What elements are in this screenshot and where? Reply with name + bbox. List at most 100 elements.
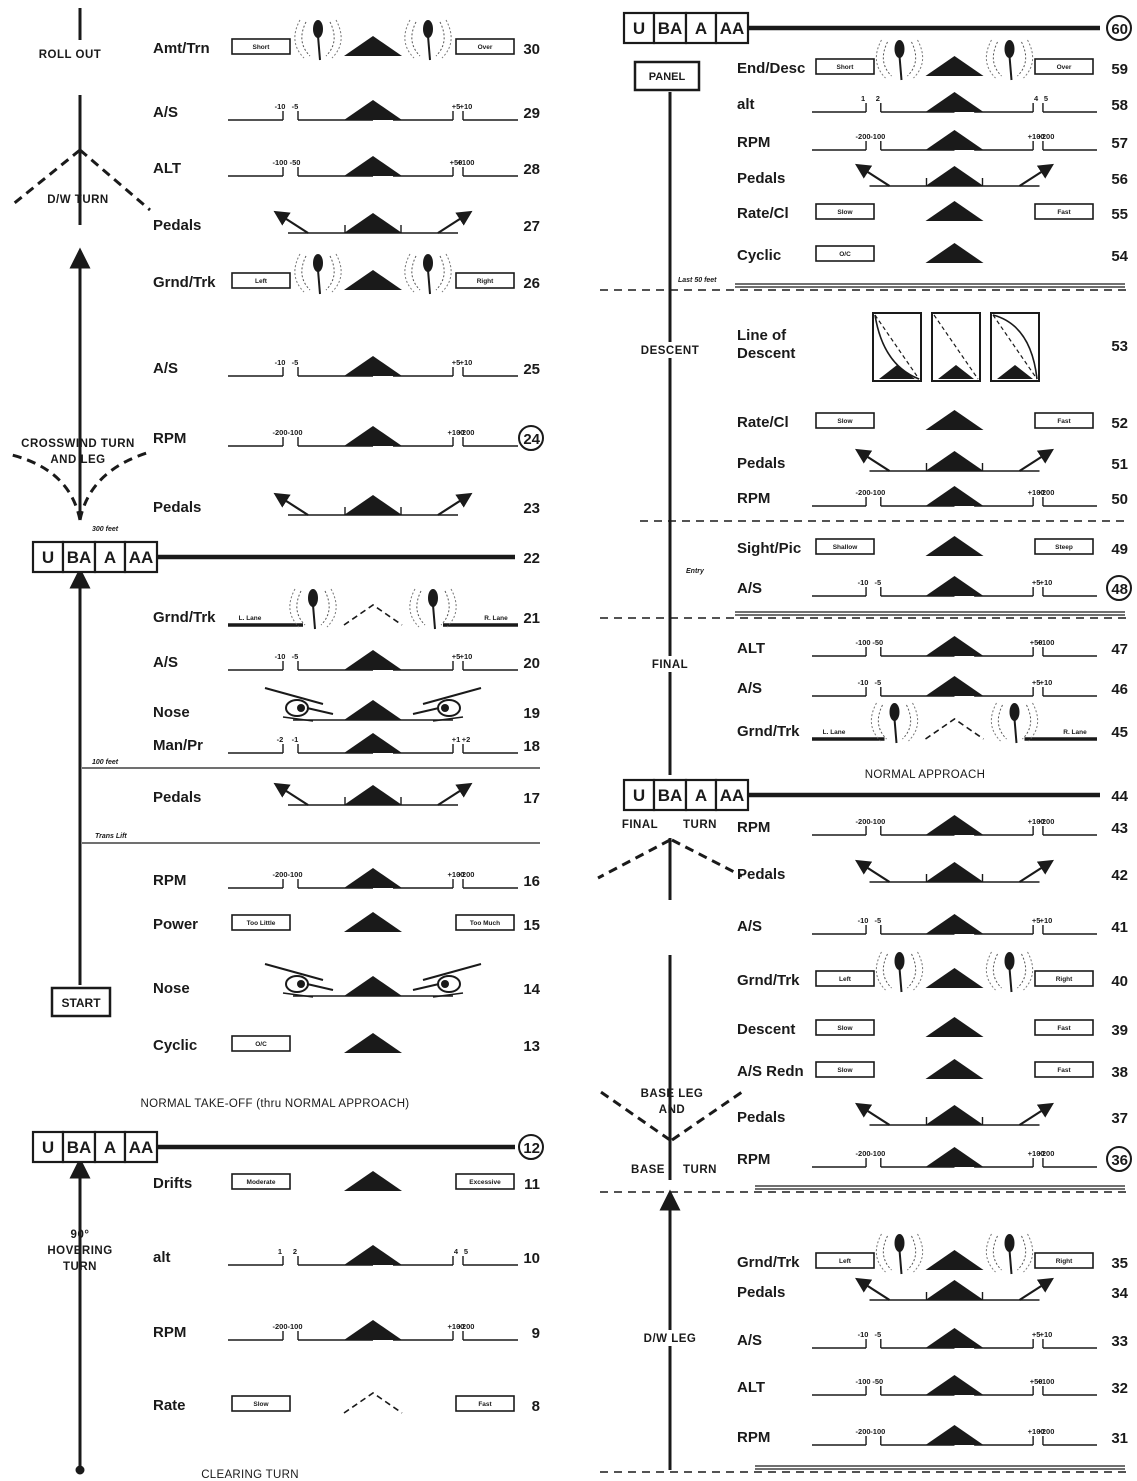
- item-number: 53: [1111, 338, 1128, 355]
- center-triangle: [925, 914, 984, 934]
- tick-plus-far: +10: [1040, 1330, 1053, 1339]
- row-label: RPM: [153, 872, 186, 889]
- phase-hovering: HOVERING: [47, 1245, 112, 1257]
- tick-minus-near: -100: [287, 1322, 302, 1331]
- left-flow-structure: [11, 8, 540, 1475]
- tick-minus-far: -200: [856, 817, 871, 826]
- phase-90-degree: 90°: [71, 1229, 90, 1241]
- right-grade-box: Too Much: [470, 920, 500, 927]
- grade-option-u[interactable]: U: [31, 1130, 65, 1164]
- right-lane-label: R. Lane: [484, 615, 508, 622]
- center-triangle: [925, 410, 984, 430]
- tick-plus-far: +200: [1037, 488, 1054, 497]
- right-pedal-arrow-icon: [1018, 1102, 1054, 1126]
- tick-plus-near: +100: [1028, 1149, 1045, 1158]
- row-label: Grnd/Trk: [153, 609, 216, 626]
- right-lane-label: R. Lane: [1063, 729, 1087, 736]
- left-grade-box: Left: [255, 278, 268, 285]
- phase-crosswind-turn: CROSSWIND TURN: [21, 438, 135, 450]
- grade-option-aa[interactable]: AA: [123, 540, 159, 574]
- center-triangle: [344, 1245, 402, 1265]
- tick-plus-far: +200: [1037, 132, 1054, 141]
- tick-minus-near: 2: [293, 1247, 297, 1256]
- item-number: 52: [1111, 415, 1128, 432]
- tick-plus-near: 4: [1034, 94, 1039, 103]
- center-triangle: [925, 243, 984, 263]
- row-label: Grnd/Trk: [737, 972, 800, 989]
- right-pedal-arrow-icon: [437, 210, 473, 234]
- start-label: START: [61, 996, 101, 1010]
- line-of-descent-box-3: [990, 312, 1040, 382]
- center-triangle: [344, 495, 402, 515]
- item-number: 40: [1111, 973, 1128, 990]
- item-number: 51: [1111, 456, 1128, 473]
- item-number: 37: [1111, 1110, 1128, 1127]
- grade-option-u[interactable]: U: [31, 540, 65, 574]
- left-grade-box: O/C: [839, 251, 851, 258]
- center-triangle: [925, 536, 984, 556]
- item-number: 57: [1111, 135, 1128, 152]
- item-number: 47: [1111, 641, 1128, 658]
- grade-option-u[interactable]: U: [622, 778, 656, 812]
- grade-option-ba[interactable]: BA: [61, 540, 97, 574]
- row-label: ALT: [737, 640, 765, 657]
- cyclic-stick-icon: [294, 19, 342, 61]
- grade-option-a[interactable]: A: [684, 11, 718, 45]
- grade-option-ba[interactable]: BA: [652, 778, 688, 812]
- item-number: 14: [523, 981, 540, 998]
- item-number: 16: [523, 873, 540, 890]
- left-pedal-arrow-icon: [855, 1277, 891, 1301]
- tick-minus-far: -100: [856, 638, 871, 647]
- center-triangle: [344, 976, 402, 996]
- phase-base-turn-a: BASE: [631, 1164, 665, 1176]
- grade-option-aa[interactable]: AA: [123, 1130, 159, 1164]
- row-label: Pedals: [737, 1109, 785, 1126]
- item-number: 35: [1111, 1255, 1128, 1272]
- row-label: A/S: [153, 654, 178, 671]
- grade-code: U: [633, 19, 645, 38]
- row-label: Rate: [153, 1397, 186, 1414]
- tick-minus-far: -10: [858, 678, 869, 687]
- grade-code: U: [42, 1138, 54, 1157]
- tick-plus-far: +2: [462, 735, 471, 744]
- row-label: Nose: [153, 980, 190, 997]
- row-label: Line of: [737, 327, 787, 344]
- row-label: Power: [153, 916, 198, 933]
- grade-option-a[interactable]: A: [93, 540, 127, 574]
- tick-minus-far: -200: [856, 1149, 871, 1158]
- grade-code: U: [633, 786, 645, 805]
- grade-option-u[interactable]: U: [622, 11, 656, 45]
- row-label: A/S Redn: [737, 1063, 804, 1080]
- cyclic-stick-icon: [404, 253, 452, 295]
- tick-minus-near: -5: [292, 358, 299, 367]
- center-triangle: [344, 1171, 402, 1191]
- right-grade-box: Fast: [1057, 1025, 1071, 1032]
- grade-option-aa[interactable]: AA: [714, 11, 750, 45]
- item-number: 41: [1111, 919, 1128, 936]
- row-label: Pedals: [737, 1284, 785, 1301]
- grade-option-a[interactable]: A: [684, 778, 718, 812]
- phase-base-leg: BASE LEG: [641, 1088, 704, 1100]
- tick-minus-far: -200: [272, 1322, 287, 1331]
- tick-plus-near: 4: [454, 1247, 459, 1256]
- grade-option-ba[interactable]: BA: [61, 1130, 97, 1164]
- row-label: RPM: [153, 430, 186, 447]
- grade-option-ba[interactable]: BA: [652, 11, 688, 45]
- left-grade-box: Shallow: [833, 544, 859, 551]
- cyclic-stick-icon: [404, 19, 452, 61]
- tick-plus-near: +100: [1028, 817, 1045, 826]
- grade-option-aa[interactable]: AA: [714, 778, 750, 812]
- tick-plus-far: +200: [1037, 1149, 1054, 1158]
- grade-option-a[interactable]: A: [93, 1130, 127, 1164]
